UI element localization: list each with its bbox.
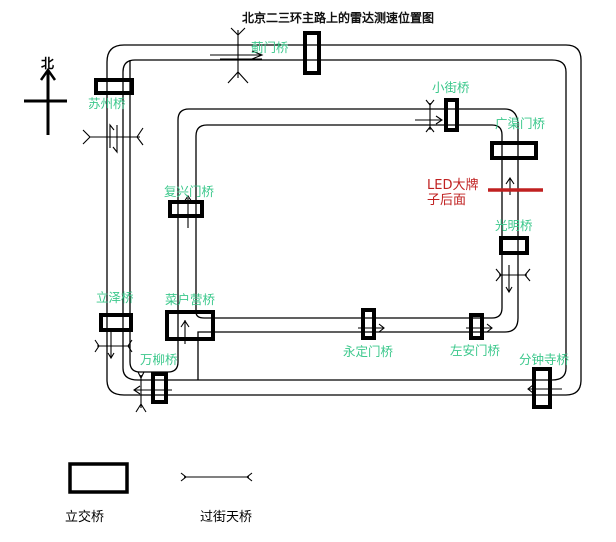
footbridge-yongdingmen-arrow [358,323,385,333]
label-fenzhongsiqiao: 分钟寺桥 [519,352,570,367]
bridge-zuoanmenqiao-box[interactable] [469,313,484,340]
radar-note-line1: LED大牌 [427,178,479,193]
label-guangqumenqiao: 广渠门桥 [495,116,546,131]
label-lizeqiao: 立泽桥 [96,290,134,305]
footbridge-suzhou [82,123,144,154]
footbridge-fenzhongsi-arrow [527,384,562,394]
legend-interchange-label: 立交桥 [65,510,105,525]
label-zuoanmenqiao: 左安门桥 [450,343,501,358]
label-yongdingmenqiao: 永定门桥 [343,344,394,359]
bridge-caihuyingqiao-box[interactable] [165,310,215,341]
inner-ring-road-outer-lane [177,108,519,380]
label-caihuyingqiao: 菜户营桥 [165,292,216,307]
footbridge-wanliu [133,371,172,413]
radar-location-note: LED大牌 子后面 [427,178,478,208]
north-arrow-icon [24,67,67,135]
bridge-fenzhongsiqiao-box[interactable] [532,367,552,409]
legend-footbridge-icon [180,472,253,482]
label-jimenqiao: 蓟门桥 [251,40,289,55]
footbridge-guangqumen-arrow [505,177,515,195]
bridge-jimenqiao-box[interactable] [303,31,321,75]
footbridge-guangming [495,265,531,294]
footbridge-xiaojie [415,99,443,133]
bridge-fuxingmenqiao-box[interactable] [168,200,204,218]
north-label: 北 [41,57,55,72]
footbridge-zuoanmen-arrow [466,323,493,333]
footbridge-caihuying-arrow [180,320,190,344]
legend-footbridge-label: 过街天桥 [200,510,253,525]
footbridge-fuxingmen [183,195,193,228]
legend-interchange-icon [68,462,129,494]
footbridge-lize [94,330,133,360]
label-fuxingmenqiao: 复兴门桥 [164,184,215,199]
bridge-yongdingmenqiao-box[interactable] [361,308,376,340]
bridge-wanliuqiao-box[interactable] [151,372,168,404]
bridge-guangmingqiao-box[interactable] [499,236,529,255]
diagram-title: 北京二三环主路上的雷达测速位置图 [242,11,435,25]
bridge-lizeqiao-box[interactable] [99,313,133,332]
outer-ring-road-outer-lane [106,44,582,396]
inner-ring-road-inner-lane [195,124,503,319]
label-suzhouqiao: 苏州桥 [88,96,126,111]
radar-note-line2: 子后面 [427,193,467,208]
label-wanliuqiao: 万柳桥 [140,352,178,367]
footbridge-jimen [210,27,264,84]
bridge-guangqumenqiao-box[interactable] [490,141,538,160]
bridge-xiaojieqiao-box[interactable] [444,98,459,132]
bridge-suzhouqiao-box[interactable] [94,78,134,95]
label-xiaojieqiao: 小街桥 [432,80,470,95]
label-guangmingqiao: 光明桥 [495,218,533,233]
